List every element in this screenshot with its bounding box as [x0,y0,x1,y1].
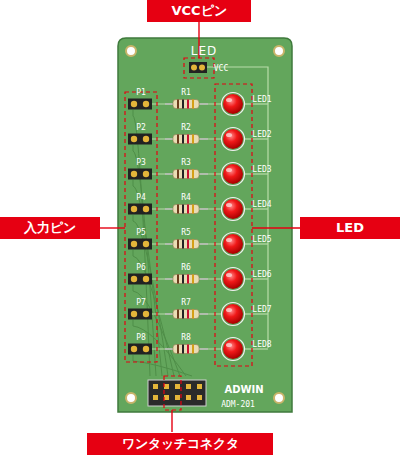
dashed-outline [125,58,252,410]
silkscreen-label: LED1 [252,95,271,104]
circuit-rows [128,67,268,376]
circuit-row [128,93,268,377]
mounting-hole [126,46,284,403]
circuit-row [128,128,268,377]
pcb-board [118,38,292,412]
silkscreen-label: R6 [181,263,191,272]
callout-box: LED [300,217,400,239]
leader-line [100,22,300,432]
brand-logo: ADWIN [224,385,263,394]
silkscreen-label: P2 [136,123,146,132]
silkscreen-label: P5 [136,228,146,237]
silkscreen-label: P8 [136,333,146,342]
silkscreen-label: R7 [181,298,191,307]
connector [148,380,206,406]
vcc-pin [189,62,207,73]
silkscreen-label: P4 [136,193,146,202]
silkscreen-label: LED5 [252,235,271,244]
callout-box: ワンタッチコネクタ [87,433,273,455]
silkscreen-label: LED3 [252,165,271,174]
callout-box: 入力ピン [0,217,100,239]
circuit-row [128,338,268,377]
silkscreen-label: R8 [181,333,191,342]
silkscreen-label: R1 [181,88,191,97]
silkscreen-label: LED8 [252,340,271,349]
silkscreen-label: R2 [181,123,191,132]
callout-text: LED [336,220,364,235]
callout-text: 入力ピン [24,220,76,235]
silkscreen-label: P1 [136,88,146,97]
silkscreen-label: R5 [181,228,191,237]
silkscreen-label: R4 [181,193,191,202]
callout-text: ワンタッチコネクタ [122,436,239,451]
silkscreen-label: VCC [214,64,228,73]
silkscreen-label: P7 [136,298,146,307]
silkscreen-label: R3 [181,158,191,167]
circuit-row [128,303,268,377]
silkscreen-label: P6 [136,263,146,272]
model-number: ADM-201 [221,400,255,409]
circuit-row [128,233,268,377]
silkscreen-label: P3 [136,158,146,167]
circuit-row [128,198,268,377]
silkscreen-label: LED7 [252,305,271,314]
circuit-row [128,163,268,377]
callout-text: VCCピン [171,3,226,18]
silkscreen-label: LED6 [252,270,271,279]
callout-box: VCCピン [147,0,251,22]
silkscreen-label: LED4 [252,200,271,209]
board-title: LED [191,45,218,58]
silkscreen-label: LED2 [252,130,271,139]
circuit-row [128,268,268,377]
